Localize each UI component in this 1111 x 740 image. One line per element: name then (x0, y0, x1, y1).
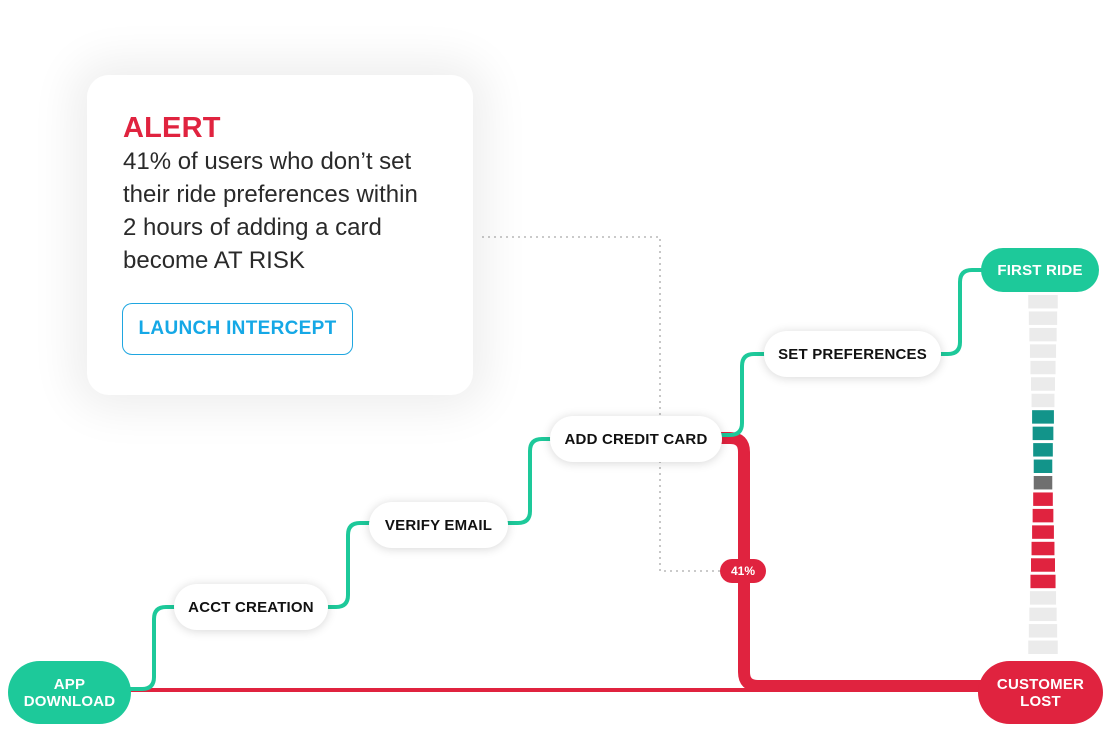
gauge-segment-teal (1033, 459, 1053, 473)
gauge-segment-light (1028, 624, 1058, 638)
gauge-segment-red (1032, 508, 1054, 523)
connector-prefs-to-ride (933, 268, 987, 356)
step-label-line: CUSTOMER (996, 675, 1085, 693)
retention-gauge (1028, 295, 1058, 654)
gauge-segment-light (1028, 640, 1058, 654)
connector-card-to-prefs (714, 352, 772, 437)
step-first-ride[interactable]: FIRST RIDE (981, 248, 1099, 292)
alert-message-line: 41% of users who don’t set (123, 148, 412, 175)
gauge-segment-red (1033, 492, 1053, 506)
gauge-segment-red (1031, 541, 1055, 556)
gauge-segment-gray (1033, 476, 1053, 490)
connector-verify-to-card (500, 437, 558, 525)
gauge-segment-red (1031, 558, 1055, 572)
alert-message-line: become AT RISK (123, 247, 305, 274)
alert-title: ALERT (123, 112, 221, 144)
gauge-segment-teal (1033, 443, 1053, 457)
step-label-line: DOWNLOAD (23, 692, 116, 710)
alert-message: 41% of users who don’t set their ride pr… (123, 145, 443, 277)
alert-callout-dotted-line (482, 236, 720, 572)
gauge-segment-red (1032, 525, 1054, 539)
step-app-download[interactable]: APP DOWNLOAD (8, 661, 131, 724)
alert-card: ALERT 41% of users who don’t set their r… (87, 75, 473, 395)
gauge-segment-light (1031, 393, 1055, 408)
alert-message-line: their ride preferences within (123, 181, 418, 208)
alert-message-line: 2 hours of adding a card (123, 214, 382, 241)
gauge-segment-light (1031, 377, 1055, 391)
step-set-preferences[interactable]: SET PREFERENCES (764, 331, 941, 377)
step-label-line: LOST (1020, 692, 1061, 710)
dropoff-percent-badge: 41% (720, 559, 766, 583)
gauge-segment-teal (1032, 426, 1054, 441)
gauge-segment-light (1029, 344, 1057, 358)
gauge-segment-light (1030, 360, 1056, 375)
gauge-segment-light (1028, 311, 1058, 325)
connector-acct-to-verify (318, 521, 377, 609)
connector-download-to-acct (126, 605, 182, 691)
step-customer-lost[interactable]: CUSTOMER LOST (978, 661, 1103, 724)
step-app-download-label: APP DOWNLOAD (24, 676, 116, 710)
step-add-credit-card[interactable]: ADD CREDIT CARD (550, 416, 722, 462)
gauge-segment-light (1029, 607, 1057, 622)
gauge-segment-red (1030, 574, 1056, 589)
step-customer-lost-label: CUSTOMER LOST (997, 676, 1084, 710)
gauge-segment-light (1028, 295, 1058, 309)
gauge-segment-light (1029, 327, 1057, 342)
gauge-segment-teal (1032, 410, 1054, 424)
launch-intercept-button[interactable]: LAUNCH INTERCEPT (122, 303, 353, 355)
step-label-line: APP (53, 675, 86, 693)
gauge-segment-light (1029, 591, 1057, 605)
step-verify-email[interactable]: VERIFY EMAIL (369, 502, 508, 548)
step-acct-creation[interactable]: ACCT CREATION (174, 584, 328, 630)
